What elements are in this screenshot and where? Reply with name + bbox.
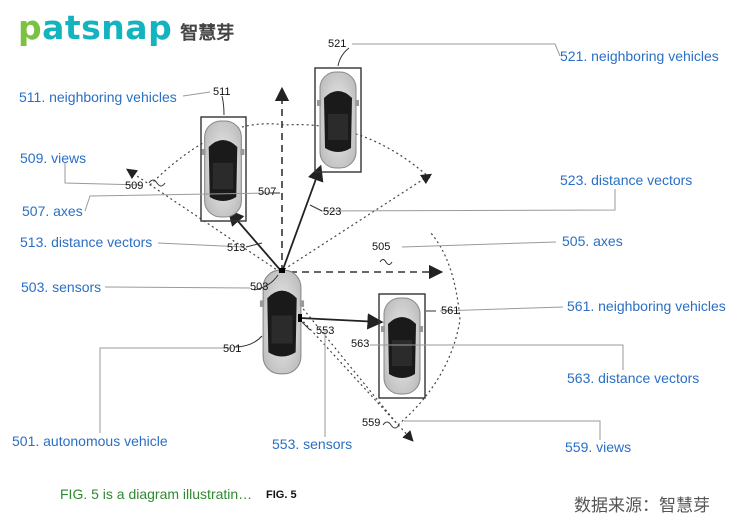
data-source: 数据来源：智慧芽: [574, 496, 710, 515]
vehicle-561: [378, 293, 426, 399]
ref-503: 503: [250, 281, 269, 293]
view-ray-509-right: [279, 173, 433, 273]
vector-513: [227, 209, 283, 273]
ref-521: 521: [328, 38, 347, 50]
label-561: 561. neighboring vehicles: [567, 298, 726, 314]
leader-523: [309, 204, 323, 212]
leader-501: [233, 335, 263, 348]
ref-509: 509: [125, 180, 144, 192]
ref-523: 523: [323, 206, 342, 218]
squiggle-505: [379, 259, 393, 265]
leader-503: [253, 274, 279, 291]
label-509: 509. views: [20, 150, 87, 166]
ref-513: 513: [227, 242, 246, 254]
figure-caption[interactable]: FIG. 5 is a diagram illustratin…: [60, 486, 253, 502]
ref-559: 559: [362, 417, 381, 429]
sensor-503: [279, 268, 285, 273]
label-523: 523. distance vectors: [560, 172, 693, 188]
squiggle-559: [382, 421, 400, 429]
logo-cn: 智慧芽: [180, 23, 235, 44]
ref-511: 511: [213, 86, 231, 98]
sensor-553: [298, 314, 302, 322]
vehicle-521: [314, 67, 362, 173]
leader-513: [245, 242, 263, 248]
callout-lines: [64, 43, 624, 440]
label-503: 503. sensors: [21, 279, 102, 295]
vehicle-501: [259, 268, 305, 375]
ref-563: 563: [351, 338, 370, 350]
label-513: 513. distance vectors: [20, 234, 153, 250]
label-521: 521. neighboring vehicles: [560, 48, 719, 64]
patsnap-logo: patsnap 智慧芽: [18, 8, 234, 47]
vehicle-511: [200, 116, 247, 222]
label-501: 501. autonomous vehicle: [12, 433, 168, 449]
leader-511: [221, 95, 225, 116]
leader-521: [337, 47, 350, 67]
ref-507: 507: [258, 186, 277, 198]
ref-501: 501: [223, 343, 242, 355]
label-559: 559. views: [565, 439, 632, 455]
label-505: 505. axes: [562, 233, 623, 249]
figure-number: FIG. 5: [266, 489, 297, 501]
view-arc-559: [299, 231, 461, 426]
view-arc-509: [149, 123, 431, 186]
label-563: 563. distance vectors: [567, 370, 700, 386]
ref-561: 561: [441, 305, 460, 317]
squiggle-509: [148, 179, 166, 187]
label-507: 507. axes: [22, 203, 83, 219]
leader-553: [301, 321, 311, 331]
label-511: 511. neighboring vehicles: [19, 89, 177, 105]
logo-word: patsnap: [18, 8, 173, 47]
vector-563: [299, 313, 384, 330]
label-553: 553. sensors: [272, 436, 353, 452]
vector-523: [281, 164, 324, 273]
ref-553: 553: [316, 325, 335, 337]
ref-505: 505: [372, 241, 391, 253]
